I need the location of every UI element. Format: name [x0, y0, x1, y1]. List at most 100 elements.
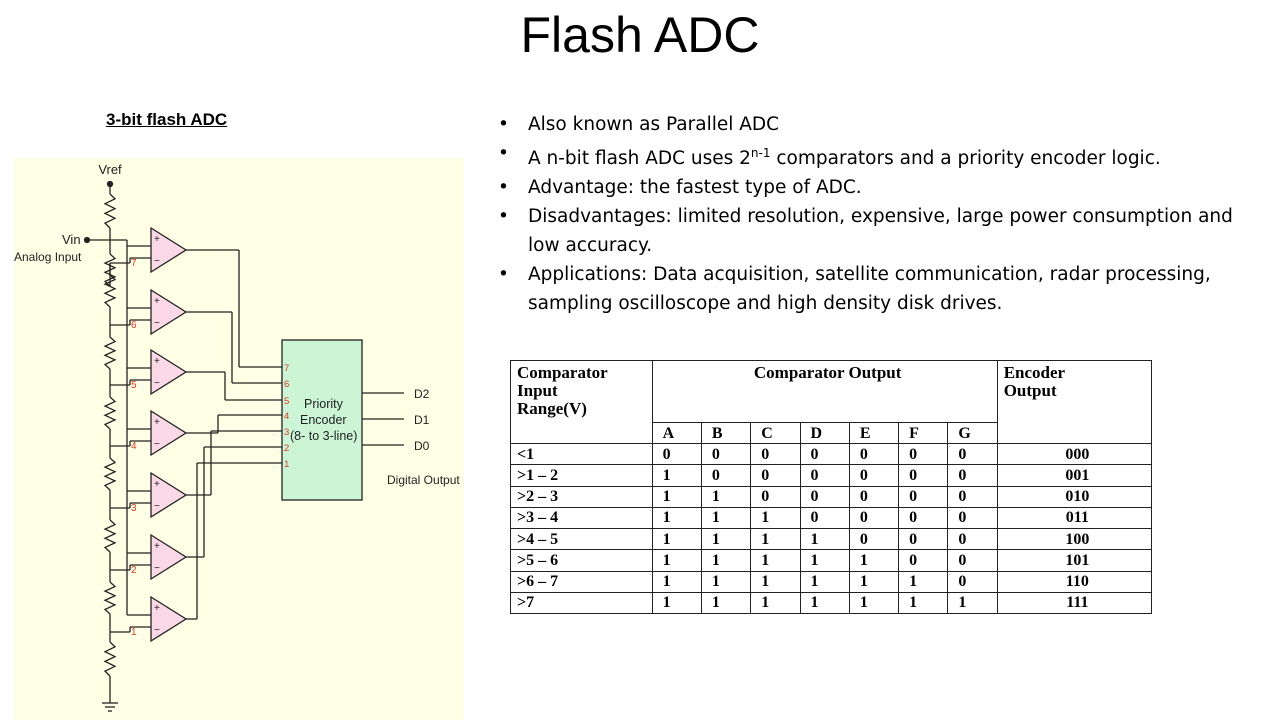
bit-cell: 1	[750, 528, 801, 551]
bit-cell: 0	[947, 528, 998, 551]
bit-cell: 1	[700, 485, 752, 508]
bit-cell: 1	[799, 570, 850, 593]
bit-cell: 0	[700, 443, 752, 466]
resistor	[103, 581, 117, 615]
header-line: Output	[1003, 381, 1057, 400]
bullet-text: comparators and a priority encoder logic…	[770, 148, 1161, 170]
column-header-c: C	[750, 421, 801, 445]
bit-cell: 1	[799, 591, 850, 615]
bit-cell: 0	[750, 464, 801, 487]
bit-cell: 0	[799, 443, 850, 466]
vref-label: Vref	[98, 162, 122, 177]
bit-cell: 0	[898, 464, 949, 487]
resistor	[103, 457, 117, 491]
resistor	[103, 396, 117, 430]
header-line: Input	[517, 381, 558, 400]
bullet-item: Also known as Parallel ADC	[498, 110, 1258, 139]
comparator-number: 4	[131, 441, 137, 452]
bit-cell: 0	[898, 506, 949, 530]
bit-cell: 1	[750, 570, 801, 593]
bit-cell: 1	[898, 591, 949, 615]
plus-sign: +	[154, 603, 160, 614]
range-cell: >2 – 3	[510, 485, 653, 508]
minus-sign: −	[154, 318, 160, 329]
encoder-label: Priority	[304, 397, 344, 411]
bullet-text: Also known as Parallel ADC	[528, 114, 780, 135]
encoder-code-cell: 110	[996, 570, 1153, 593]
bit-cell: 1	[651, 464, 702, 487]
encoder-code-cell: 111	[996, 591, 1153, 615]
slide-title: Flash ADC	[520, 7, 760, 63]
encoder-label: (8- to 3-line)	[290, 429, 357, 443]
bullet-item: Disadvantages: limited resolution, expen…	[498, 202, 1258, 260]
plus-sign: +	[154, 296, 160, 307]
column-header-f: F	[898, 421, 949, 445]
encoder-input-number: 3	[284, 427, 289, 438]
header-comparator-output: Comparator Output	[651, 360, 998, 423]
bit-cell: 0	[947, 464, 998, 487]
encoder-label: Encoder	[300, 413, 347, 427]
column-header-d: D	[799, 421, 850, 445]
bullet-list: Also known as Parallel ADC A n-bit flash…	[498, 110, 1258, 318]
header-input-range: Comparator Input Range(V)	[510, 359, 653, 445]
column-header-e: E	[848, 421, 900, 445]
bit-cell: 0	[848, 443, 900, 466]
encoder-input-number: 1	[284, 459, 289, 470]
vin-label: Vin	[62, 232, 81, 247]
plus-sign: +	[154, 356, 160, 367]
bit-cell: 0	[898, 549, 949, 572]
encoder-input-number: 4	[284, 411, 289, 422]
resistor	[103, 519, 117, 553]
range-cell: >7	[510, 591, 653, 615]
vin-terminal	[83, 236, 91, 244]
header-line: Range(V)	[517, 399, 587, 418]
encoder-code-cell: 010	[996, 485, 1153, 508]
output-label-d0: D0	[414, 439, 430, 453]
minus-sign: −	[154, 439, 160, 450]
encoder-input-number: 6	[284, 379, 289, 390]
range-cell: >1 – 2	[510, 464, 653, 487]
resistor	[103, 274, 117, 308]
encoder-code-cell: 001	[996, 464, 1153, 487]
bit-cell: 0	[799, 485, 850, 508]
bit-cell: 0	[947, 549, 998, 572]
output-label-d1: D1	[414, 413, 430, 427]
bit-cell: 1	[848, 570, 900, 593]
bit-cell: 0	[700, 464, 752, 487]
minus-sign: −	[154, 501, 160, 512]
comparator-number: 1	[131, 627, 137, 638]
encoder-code-cell: 101	[996, 549, 1153, 572]
bullet-superscript: n-1	[750, 146, 771, 160]
bit-cell: 1	[799, 549, 850, 572]
output-label-d2: D2	[414, 387, 430, 401]
bit-cell: 0	[848, 528, 900, 551]
bit-cell: 0	[898, 443, 949, 466]
diagram-subtitle: 3-bit flash ADC	[106, 110, 228, 129]
comparator	[150, 409, 188, 457]
column-header-a: A	[651, 421, 702, 445]
bit-cell: 1	[947, 591, 998, 615]
comparator-number: 2	[131, 565, 137, 576]
bit-cell: 1	[651, 591, 702, 615]
range-cell: >3 – 4	[510, 506, 653, 530]
comparator	[150, 288, 188, 336]
bit-cell: 0	[750, 485, 801, 508]
bit-cell: 1	[651, 485, 702, 508]
vref-terminal	[106, 180, 114, 188]
bullet-text: A n-bit flash ADC uses 2	[528, 148, 751, 170]
bullet-text: Advantage: the fastest type of ADC.	[528, 177, 862, 199]
truth-table: Comparator Input Range(V) Comparator Out…	[510, 359, 1153, 615]
bit-cell: 1	[700, 570, 752, 593]
resistor	[103, 641, 117, 677]
analog-input-label: Analog Input	[14, 250, 82, 264]
bit-cell: 0	[651, 443, 702, 466]
header-encoder-output: Encoder Output	[996, 359, 1153, 445]
comparator-number: 6	[131, 320, 137, 331]
bit-cell: 1	[651, 570, 702, 593]
table-header-row: Comparator Input Range(V) Comparator Out…	[510, 359, 1153, 445]
